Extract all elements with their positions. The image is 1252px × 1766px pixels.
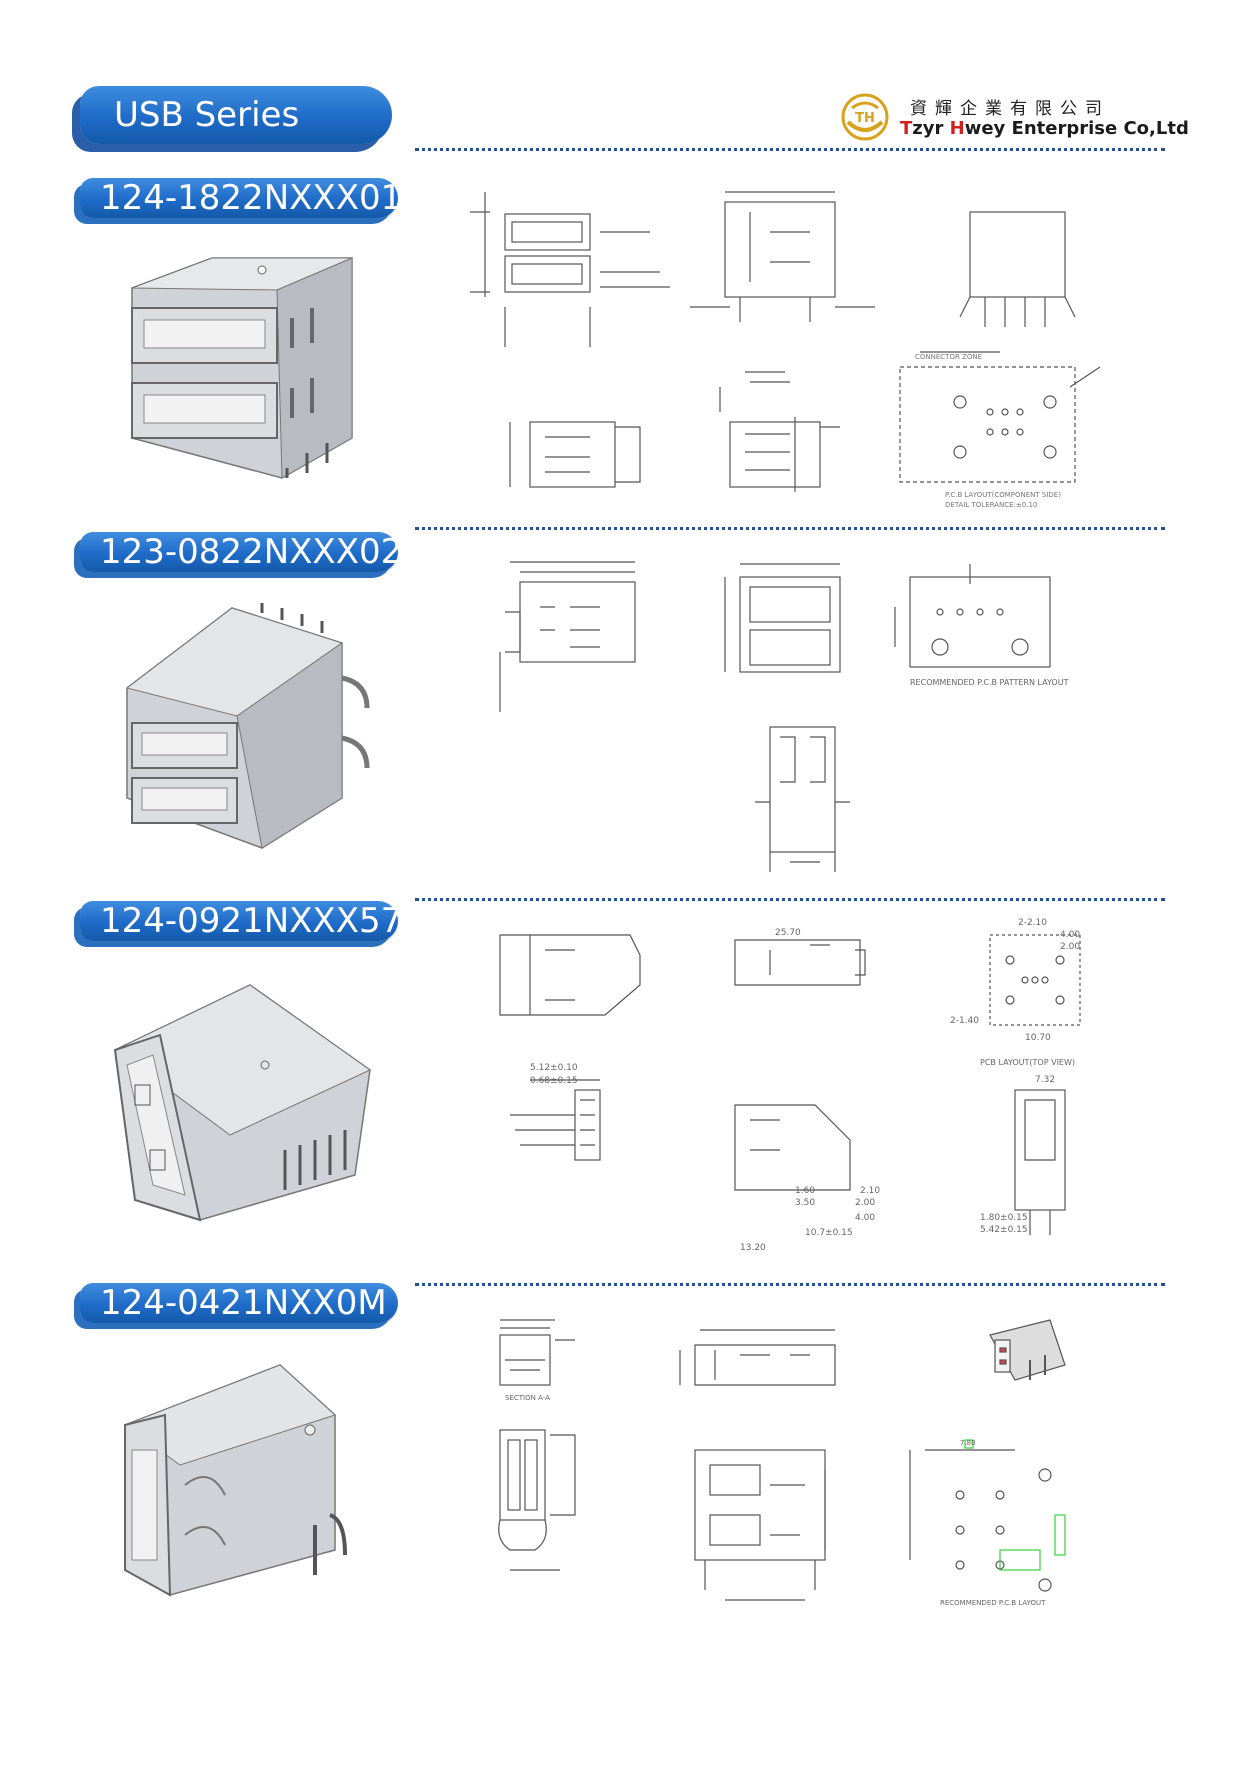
dim-16: 4.00 — [855, 1213, 875, 1223]
dim-2: 2-2.10 — [1018, 918, 1047, 928]
dim-18: 1.60 — [795, 1186, 815, 1196]
label-pcb-pattern-2: RECOMMENDED P.C.B PATTERN LAYOUT — [910, 678, 1069, 687]
dim-6: 10.70 — [1025, 1033, 1051, 1043]
company-name-part-2: wey Enterprise Co,Ltd — [964, 118, 1189, 139]
dim-11: 5.42±0.15 — [980, 1225, 1028, 1235]
series-title-tab: USB Series — [80, 86, 392, 144]
dim-4: 2.00 — [1060, 942, 1080, 952]
company-name-english: Tzyr Hwey Enterprise Co,Ltd — [900, 118, 1189, 139]
company-emblem-icon: TH — [841, 93, 889, 141]
dim-5: 2-1.40 — [950, 1016, 979, 1026]
dim-10: 1.80±0.15 — [980, 1213, 1028, 1223]
divider-1 — [415, 527, 1165, 530]
label-section-aa: SECTION A-A — [505, 1394, 550, 1402]
label-pcb-layout-1: P.C.B LAYOUT(COMPONENT SIDE) — [945, 491, 1061, 499]
product-photo-usb-dual-port — [125, 603, 370, 849]
part-number: 124-1822NXXX01 — [100, 178, 403, 218]
product-photo-stacked-usb — [131, 257, 353, 479]
divider-header — [415, 148, 1165, 151]
company-initial-t: T — [900, 118, 913, 139]
divider-3 — [415, 1283, 1165, 1286]
part-number: 123-0822NXXX02 — [100, 532, 403, 572]
logo-initials: TH — [855, 111, 875, 126]
dim-14: 2.10 — [860, 1186, 880, 1196]
dim-1: 25.70 — [775, 928, 801, 938]
part-number: 124-0421NXX0M — [100, 1283, 387, 1323]
part-tab-2: 123-0822NXXX02 — [80, 532, 402, 572]
drawings-part-1: CONNECTOR ZONE P.C.B LAYOUT(COMPONENT SI… — [470, 191, 1101, 509]
dim-13: 10.7±0.15 — [805, 1228, 853, 1238]
dim-9: 7.32 — [1035, 1075, 1055, 1085]
dim-17: 3.50 — [795, 1198, 815, 1208]
label-pcb-top-view-3: PCB LAYOUT(TOP VIEW) — [980, 1058, 1075, 1067]
product-photo-right-angle-usb — [113, 984, 371, 1222]
company-logo: TH 資輝企業有限公司 Tzyr Hwey Enterprise Co,Ltd — [840, 92, 1189, 147]
dim-15: 2.00 — [855, 1198, 875, 1208]
series-title: USB Series — [114, 95, 300, 135]
part-tab-1: 124-1822NXXX01 — [80, 178, 402, 218]
product-photo-vertical-usb — [123, 1364, 347, 1597]
drawings-part-4: SECTION A-A RECOMMENDED P.C.B LAYOUT 7.8… — [498, 1319, 1066, 1607]
company-initial-h: H — [949, 118, 965, 139]
dim-4-1: 7.80 — [960, 1439, 976, 1447]
drawings-part-3: 25.70 2-2.10 4.00 2.00 2-1.40 10.70 PCB … — [499, 918, 1081, 1253]
divider-2 — [415, 898, 1165, 901]
dim-12: 13.20 — [740, 1243, 766, 1253]
label-connector-zone: CONNECTOR ZONE — [915, 353, 982, 361]
part-tab-3: 124-0921NXXX57 — [80, 901, 402, 941]
company-name-chinese: 資輝企業有限公司 — [910, 99, 1110, 119]
part-number: 124-0921NXXX57 — [100, 901, 403, 941]
label-pcb-layout-4: RECOMMENDED P.C.B LAYOUT — [940, 1599, 1046, 1607]
drawings-part-2: RECOMMENDED P.C.B PATTERN LAYOUT — [499, 561, 1069, 872]
dim-3: 4.00 — [1060, 930, 1080, 940]
label-tolerance-1: DETAIL TOLERANCE:±0.10 — [945, 501, 1037, 509]
part-tab-4: 124-0421NXX0M — [80, 1283, 398, 1323]
dim-7: 5.12±0.10 — [530, 1063, 578, 1073]
dim-8: 0.68±0.15 — [530, 1076, 578, 1086]
company-name-part-1: zyr — [912, 118, 950, 139]
